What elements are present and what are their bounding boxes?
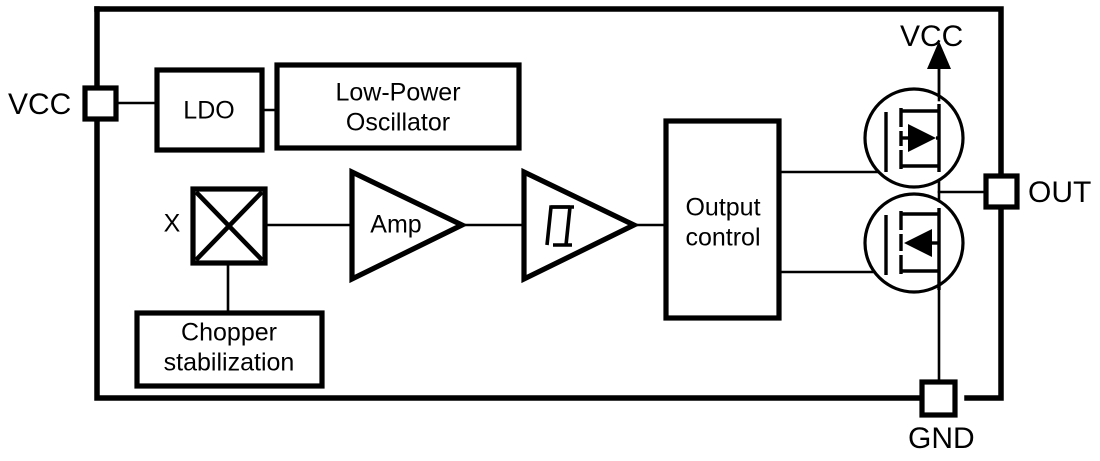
pin-vcc-output-label: VCC <box>900 20 963 53</box>
mosfet-low-body-arrow <box>904 229 932 257</box>
pin-gnd-label: GND <box>908 422 975 455</box>
block-schmitt-trigger <box>521 167 640 284</box>
block-oscillator: Low-Power Oscillator <box>274 62 522 151</box>
block-ldo-label: LDO <box>183 97 234 125</box>
pin-vcc-label: VCC <box>8 88 71 121</box>
block-chopper-label-line1: Chopper <box>181 319 277 347</box>
pin-out: OUT <box>983 173 1091 210</box>
pin-vcc-square <box>82 85 119 122</box>
hall-element-label: X <box>164 210 181 238</box>
hysteresis-icon <box>545 205 574 247</box>
block-oscillator-box <box>274 62 522 151</box>
block-output-control-label-line2: control <box>685 224 760 252</box>
mosfet-high-body-arrow <box>908 124 936 152</box>
mosfet-high-side <box>863 87 965 189</box>
block-ldo: LDO <box>154 67 265 153</box>
block-chopper-label-line2: stabilization <box>164 349 295 377</box>
block-schmitt-triangle <box>521 167 640 284</box>
block-output-control-label-line1: Output <box>685 194 760 222</box>
block-amp-triangle <box>349 167 468 284</box>
vcc-arrow-head-icon <box>927 41 951 69</box>
pin-vcc-supply: VCC <box>8 85 119 122</box>
block-chopper-box <box>134 310 325 389</box>
block-output-control-box <box>663 118 782 321</box>
block-oscillator-label-line2: Oscillator <box>346 109 450 137</box>
pin-out-label: OUT <box>1028 176 1091 209</box>
mosfet-low-side <box>863 192 965 294</box>
block-amp-label: Amp <box>370 211 421 239</box>
block-amp: Amp <box>349 167 468 284</box>
pin-gnd-square <box>919 379 958 418</box>
block-chopper: Chopper stabilization <box>134 310 325 389</box>
pin-gnd: GND <box>908 379 975 455</box>
pin-vcc-output-stage: VCC <box>900 20 963 102</box>
block-output-control: Output control <box>663 118 782 321</box>
block-hall-element: X <box>164 186 268 266</box>
hall-element-cross-2 <box>194 190 264 262</box>
pin-out-square <box>983 173 1020 210</box>
block-ldo-box <box>154 67 265 153</box>
block-oscillator-label-line1: Low-Power <box>335 79 460 107</box>
